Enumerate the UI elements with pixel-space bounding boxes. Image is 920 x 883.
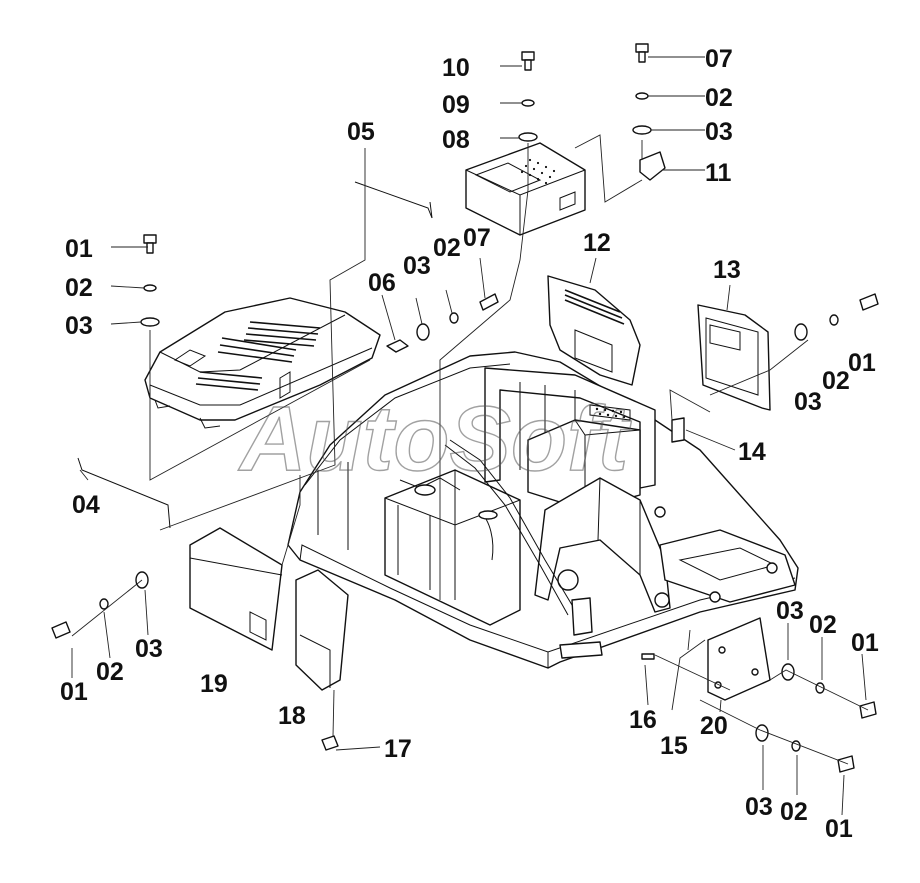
label-02: 02 bbox=[96, 658, 124, 686]
leader-lines bbox=[71, 56, 869, 816]
label-15: 15 bbox=[660, 732, 688, 760]
label-20: 20 bbox=[700, 712, 728, 740]
label-03: 03 bbox=[135, 635, 163, 663]
label-07: 07 bbox=[705, 45, 733, 73]
label-10: 10 bbox=[442, 54, 470, 82]
label-16: 16 bbox=[629, 706, 657, 734]
label-02: 02 bbox=[433, 234, 461, 262]
label-09: 09 bbox=[442, 91, 470, 119]
label-14: 14 bbox=[738, 438, 766, 466]
label-13: 13 bbox=[713, 256, 741, 284]
label-11: 11 bbox=[705, 159, 732, 187]
label-19: 19 bbox=[200, 670, 228, 698]
label-01: 01 bbox=[851, 629, 879, 657]
label-07: 07 bbox=[463, 224, 491, 252]
label-06: 06 bbox=[368, 269, 396, 297]
label-01: 01 bbox=[65, 235, 93, 263]
hood-grille bbox=[195, 321, 321, 391]
label-04: 04 bbox=[72, 491, 100, 519]
panel-12 bbox=[547, 275, 641, 386]
label-03: 03 bbox=[794, 388, 822, 416]
label-02: 02 bbox=[780, 798, 808, 826]
label-01: 01 bbox=[825, 815, 853, 843]
label-01: 01 bbox=[848, 349, 876, 377]
main-frame bbox=[287, 351, 799, 669]
label-03: 03 bbox=[745, 793, 773, 821]
label-02: 02 bbox=[809, 611, 837, 639]
panel-13 bbox=[697, 304, 771, 411]
label-05: 05 bbox=[347, 118, 375, 146]
top-box-grille bbox=[589, 404, 631, 421]
box-08-perforation bbox=[520, 158, 556, 185]
label-03: 03 bbox=[776, 597, 804, 625]
label-08: 08 bbox=[442, 126, 470, 154]
door-19 bbox=[189, 527, 283, 651]
label-01: 01 bbox=[60, 678, 88, 706]
cover-box-08 bbox=[465, 142, 586, 236]
label-12: 12 bbox=[583, 229, 611, 257]
panel-18 bbox=[295, 569, 349, 691]
hardware bbox=[51, 43, 879, 773]
engine-hood bbox=[144, 297, 381, 429]
label-18: 18 bbox=[278, 702, 306, 730]
label-03: 03 bbox=[403, 252, 431, 280]
label-02: 02 bbox=[705, 84, 733, 112]
label-02: 02 bbox=[822, 367, 850, 395]
label-17: 17 bbox=[384, 735, 412, 763]
label-03: 03 bbox=[65, 312, 93, 340]
part-labels: 01 02 03 04 05 06 03 02 07 10 09 08 07 0… bbox=[60, 45, 879, 843]
panel-20 bbox=[707, 617, 771, 701]
watermark: AutoSoft bbox=[238, 388, 632, 490]
label-03: 03 bbox=[705, 118, 733, 146]
label-02: 02 bbox=[65, 274, 93, 302]
